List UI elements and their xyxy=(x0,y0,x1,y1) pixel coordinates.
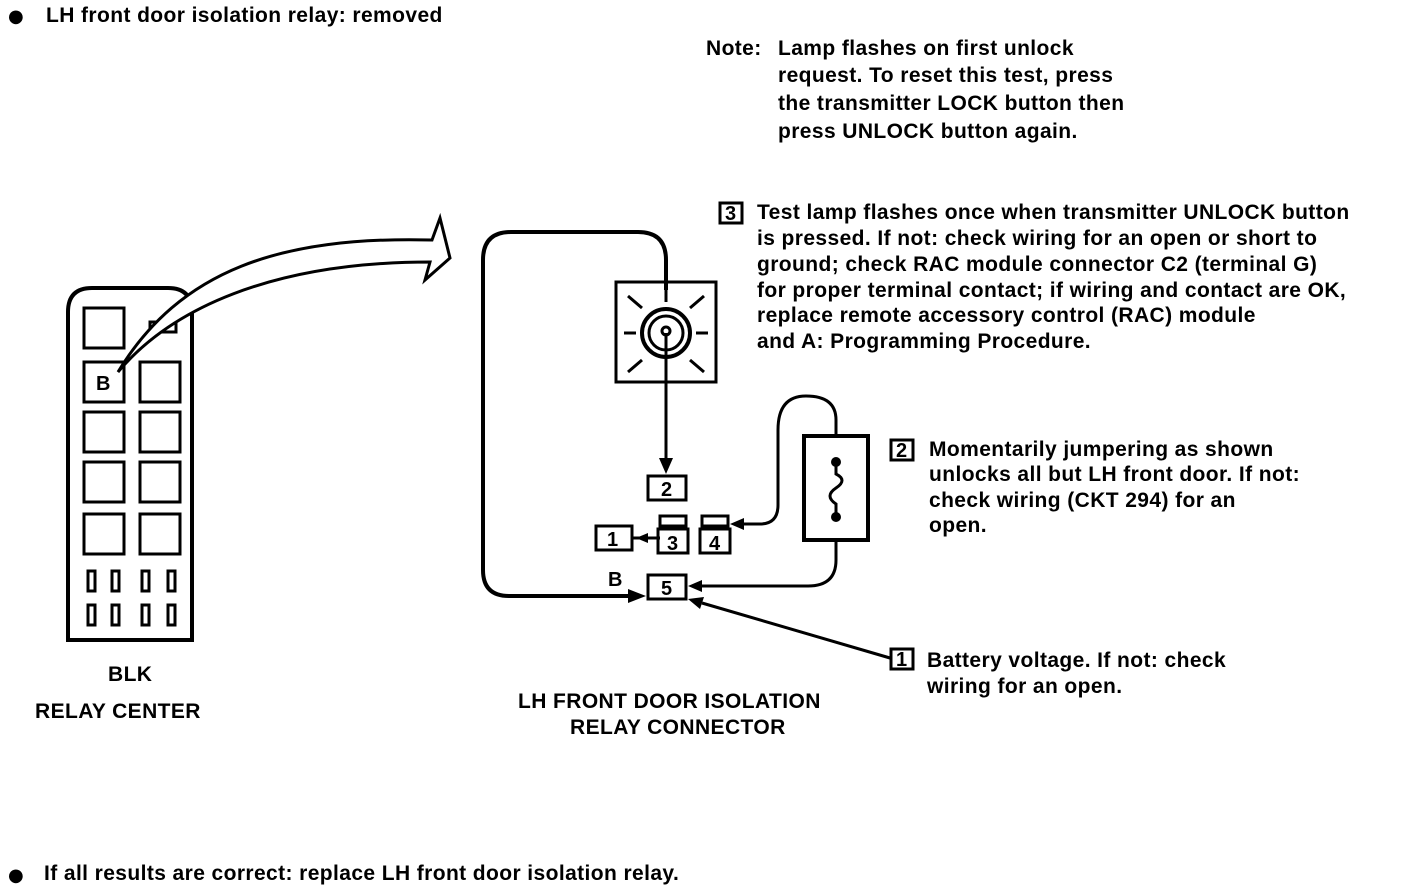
step-3-line: ground; check RAC module connector C2 (t… xyxy=(757,253,1318,276)
terminal-2-label: 2 xyxy=(661,479,672,501)
step-2-line: open. xyxy=(929,514,987,537)
terminal-4-label: 4 xyxy=(709,533,721,555)
header-text: LH front door isolation relay: removed xyxy=(46,4,443,27)
note-line: Lamp flashes on first unlock xyxy=(778,37,1074,60)
note-label: Note: xyxy=(706,37,762,60)
step-3-number: 3 xyxy=(725,203,736,225)
step-1-line: wiring for an open. xyxy=(927,675,1123,698)
note-line: request. To reset this test, press xyxy=(778,64,1114,87)
connector-body xyxy=(481,230,668,603)
step-1-line: Battery voltage. If not: check xyxy=(927,649,1227,672)
relay-center-title: RELAY CENTER xyxy=(35,700,201,723)
test-lamp xyxy=(614,280,718,474)
callout-arrow xyxy=(116,212,452,373)
fused-jumper xyxy=(632,394,870,592)
note-line: press UNLOCK button again. xyxy=(778,120,1078,143)
relay-slot-label: B xyxy=(96,373,110,395)
header-bullet: ● xyxy=(8,6,24,27)
terminal-boxes xyxy=(594,474,732,601)
terminal-3-label: 3 xyxy=(667,533,678,555)
footer-text: If all results are correct: replace LH f… xyxy=(44,862,680,885)
connector-title-line: LH FRONT DOOR ISOLATION xyxy=(518,690,821,713)
relay-center-housing xyxy=(66,286,194,642)
connector-title-line: RELAY CONNECTOR xyxy=(570,716,786,739)
terminal-5-label: 5 xyxy=(661,578,672,600)
step-2-number: 2 xyxy=(896,440,907,462)
step-2-box xyxy=(889,438,915,462)
step-3-box xyxy=(718,201,744,225)
step-1-number: 1 xyxy=(896,649,907,671)
step-2-line: Momentarily jumpering as shown xyxy=(929,438,1274,461)
note-line: the transmitter LOCK button then xyxy=(778,92,1125,115)
step-3-line: replace remote accessory control (RAC) m… xyxy=(757,304,1256,327)
step-3-line: and A: Programming Procedure. xyxy=(757,330,1092,353)
footer-bullet: ● xyxy=(8,865,24,886)
step-1-box xyxy=(889,647,915,671)
terminal-1-label: 1 xyxy=(607,529,618,551)
wire-b-label: B xyxy=(608,569,622,591)
step-2-line: check wiring (CKT 294) for an xyxy=(929,489,1236,512)
step-3-line: for proper terminal contact; if wiring a… xyxy=(757,279,1347,302)
step-3-line: is pressed. If not: check wiring for an … xyxy=(757,227,1318,250)
step-2-line: unlocks all but LH front door. If not: xyxy=(929,463,1301,486)
battery-leader xyxy=(688,597,891,660)
step-3-line: Test lamp flashes once when transmitter … xyxy=(757,201,1350,224)
relay-center-color: BLK xyxy=(108,663,153,686)
